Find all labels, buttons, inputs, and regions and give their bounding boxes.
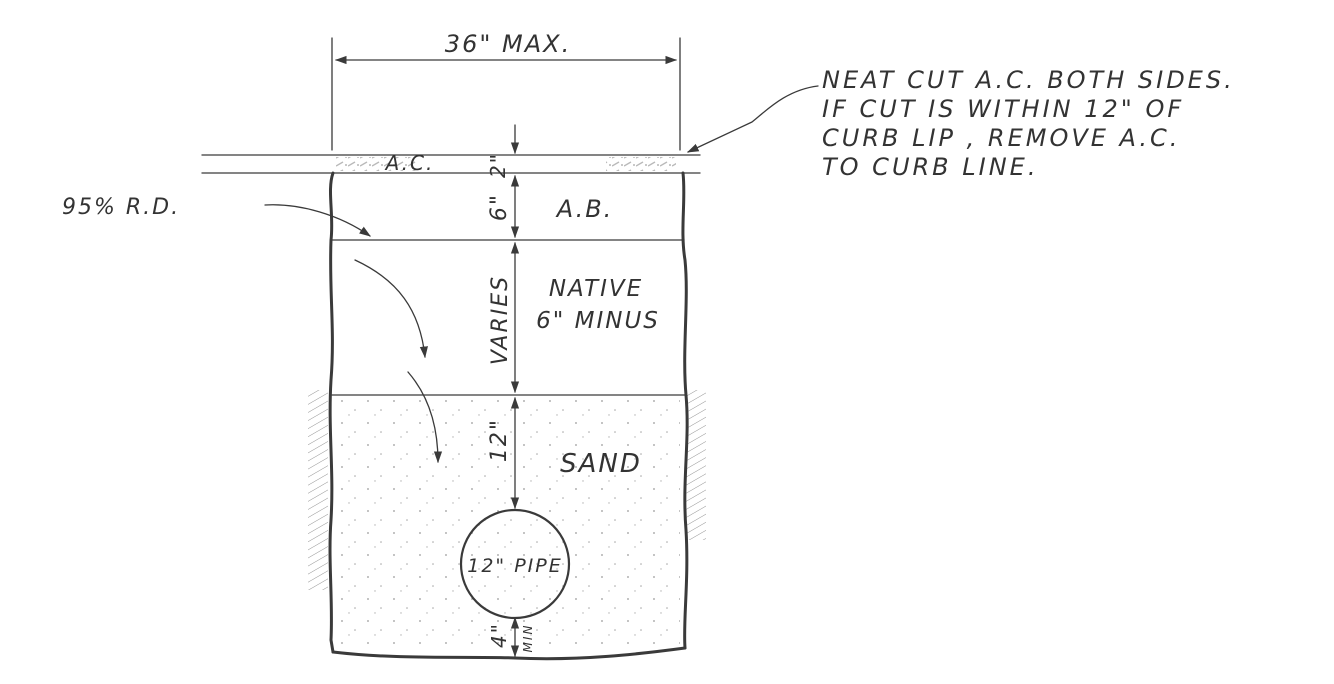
ab-depth-label: 6" — [487, 193, 512, 221]
compaction-leader-upper — [264, 204, 371, 237]
native-layer-label-line1: NATIVE — [549, 276, 643, 302]
pipe-circle — [459, 508, 571, 620]
neat-cut-note: NEAT CUT A.C. BOTH SIDES. IF CUT IS WITH… — [822, 66, 1235, 182]
ac-texture-left — [336, 157, 416, 171]
compaction-label: 95% R.D. — [62, 195, 180, 220]
ac-depth-label: 2" — [486, 152, 510, 178]
ab-layer-label: A.B. — [555, 195, 614, 223]
sand-layer-label: SAND — [560, 449, 642, 479]
sand-depth-label: 12" — [487, 418, 512, 462]
neat-cut-note-line-2: IF CUT IS WITHIN 12" OF — [822, 95, 1185, 123]
sand-texture — [338, 398, 680, 650]
neat-cut-note-line-1: NEAT CUT A.C. BOTH SIDES. — [822, 66, 1235, 94]
neat-cut-note-line-4: TO CURB LINE. — [822, 153, 1039, 181]
pipe-label: 12" PIPE — [467, 555, 562, 577]
native-layer-label-line2: 6" MINUS — [536, 308, 660, 334]
trench-wall-left — [328, 171, 335, 654]
pavement-surface — [201, 154, 701, 174]
note-leader — [686, 85, 819, 153]
native-depth-label: VARIES — [488, 275, 513, 365]
native-soil-hatch-left — [308, 390, 328, 590]
native-soil-hatch-right — [686, 390, 706, 540]
bedding-depth-label: 4" — [487, 622, 511, 648]
width-dimension-label: 36" MAX. — [445, 30, 571, 58]
compaction-leader-mid — [354, 259, 428, 359]
bedding-min-label: MIN — [521, 624, 535, 653]
width-dimension: 36" MAX. — [331, 30, 681, 151]
compaction-leader-lower — [407, 371, 443, 464]
neat-cut-note-line-3: CURB LIP , REMOVE A.C. — [822, 124, 1181, 152]
ac-texture-right — [606, 157, 676, 171]
trench-wall-right — [681, 171, 689, 650]
pipe: 12" PIPE — [459, 508, 571, 620]
ac-layer-label: A.C. — [384, 151, 435, 175]
trench-bottom — [331, 646, 687, 661]
